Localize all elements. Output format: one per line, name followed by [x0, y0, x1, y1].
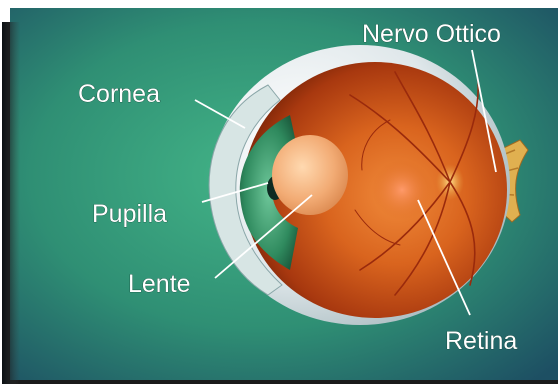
cornea-label: Cornea	[78, 80, 160, 108]
retina-label: Retina	[445, 327, 517, 355]
lente-label: Lente	[128, 270, 191, 298]
lens-shape	[272, 135, 348, 215]
nervo-ottico-label: Nervo Ottico	[362, 20, 501, 48]
left-shadow-edge	[2, 22, 20, 384]
pupilla-label: Pupilla	[92, 200, 167, 228]
